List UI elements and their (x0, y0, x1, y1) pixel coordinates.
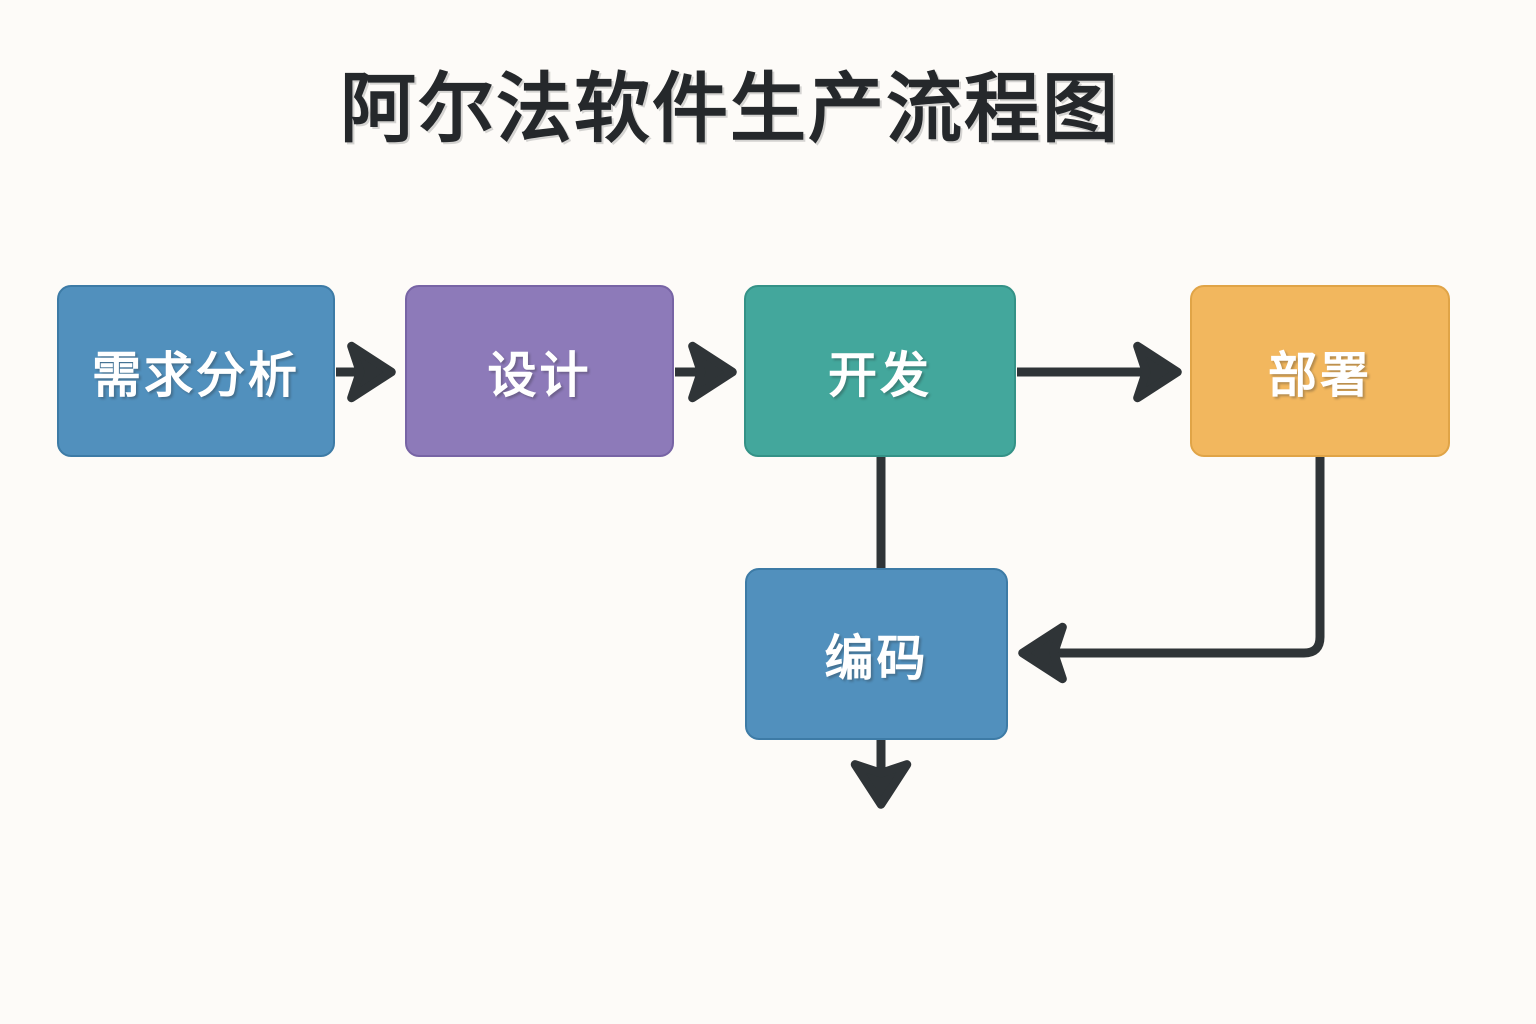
node-development-label: 开发 (827, 348, 932, 403)
node-deployment[interactable]: 部署 (1190, 285, 1450, 457)
node-design-label: 设计 (487, 348, 592, 403)
page-title: 阿尔法软件生产流程图 (340, 67, 1120, 152)
node-deployment-label: 部署 (1267, 348, 1372, 403)
node-requirements[interactable]: 需求分析 (57, 285, 335, 457)
node-coding[interactable]: 编码 (745, 568, 1008, 740)
node-design[interactable]: 设计 (405, 285, 674, 457)
node-coding-label: 编码 (824, 631, 929, 686)
node-development[interactable]: 开发 (744, 285, 1016, 457)
edge-deploy-to-coding (1018, 457, 1325, 684)
node-requirements-label: 需求分析 (91, 348, 300, 403)
